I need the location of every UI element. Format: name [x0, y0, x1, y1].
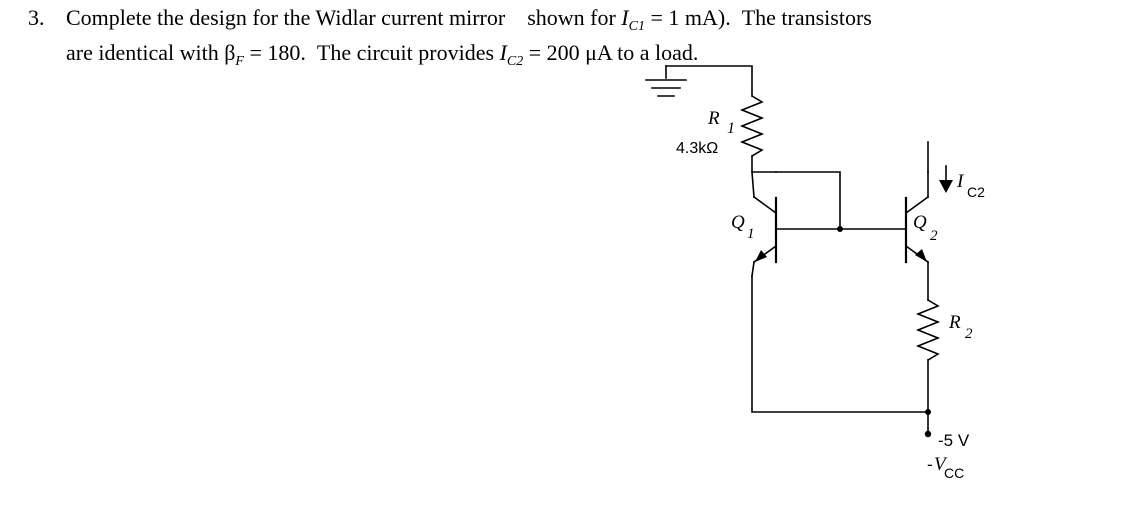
- ic1-subscript: C1: [628, 19, 645, 34]
- ic2-label-subscript: C2: [967, 184, 985, 200]
- r1-subscript: 1: [727, 120, 735, 137]
- ic2-subscript: C2: [506, 54, 524, 69]
- q2-emitter-arrow: [915, 249, 927, 262]
- supply-terminal: [924, 430, 932, 438]
- problem-text-2d: = 200 μA to a load.: [528, 40, 699, 65]
- problem-line-2: are identical with βF = 180. The circuit…: [28, 35, 1118, 70]
- r1-value: 4.3kΩ: [676, 140, 718, 157]
- ic1-symbol: I: [621, 5, 629, 30]
- ground-symbol: [645, 65, 687, 97]
- ic2-symbol: I: [499, 40, 507, 65]
- q2-subscript: 2: [930, 228, 938, 244]
- r2-subscript: 2: [965, 326, 973, 342]
- junction-base: [837, 226, 843, 232]
- wire-q1-emitter-supply: [751, 275, 929, 413]
- beta-subscript: F: [235, 54, 244, 69]
- transistor-q1: [751, 171, 778, 277]
- r1-label: R: [707, 108, 720, 129]
- q1-emitter-arrow: [755, 250, 767, 262]
- supply-prefix: -: [927, 455, 933, 474]
- wire-r1-q1: [751, 155, 777, 173]
- problem-number: 3.: [28, 5, 45, 30]
- resistor-r1: [739, 94, 765, 158]
- problem-text-1d: The transistors: [741, 5, 872, 30]
- problem-text-1b: shown for: [527, 5, 616, 30]
- problem-text-1c: = 1 mA).: [650, 5, 731, 30]
- q1-subscript: 1: [747, 226, 755, 242]
- q1-label: Q: [731, 212, 745, 233]
- transistor-q2: [904, 171, 930, 301]
- junction-supply: [925, 409, 931, 415]
- ic2-arrow-head: [939, 180, 953, 193]
- resistor-r2: [915, 298, 941, 362]
- supply-value: -5 V: [938, 431, 970, 450]
- supply-subscript: CC: [944, 465, 964, 481]
- problem-line-1: 3. Complete the design for the Widlar cur…: [28, 0, 1118, 35]
- problem-text-2b: = 180.: [249, 40, 306, 65]
- r2-label: R: [948, 312, 961, 333]
- ic2-label: I: [956, 171, 965, 192]
- wire-ground-r1: [665, 65, 753, 97]
- problem-text-2c: The circuit provides: [316, 40, 495, 65]
- problem-text-2a: are identical with β: [66, 40, 236, 65]
- q2-label: Q: [913, 212, 927, 233]
- problem-statement: 3. Complete the design for the Widlar cur…: [28, 0, 1118, 70]
- supply-name: V: [934, 454, 948, 475]
- problem-text-1a: Complete the design for the Widlar curre…: [66, 5, 506, 30]
- wire-diode-connect: [775, 171, 841, 230]
